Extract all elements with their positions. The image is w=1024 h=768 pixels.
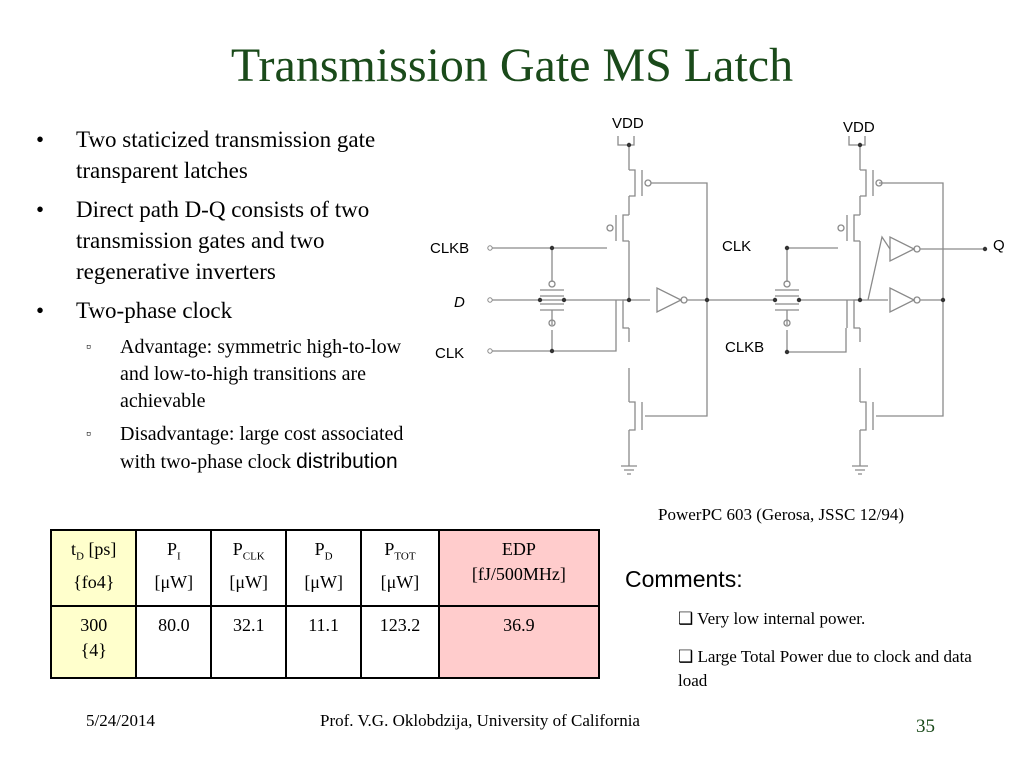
cell-pd: 11.1 — [285, 605, 363, 679]
vdd-rail-right — [848, 136, 866, 146]
pd-sub: D — [324, 550, 333, 563]
bullet-list: • Two staticized transmission gate trans… — [36, 124, 426, 482]
header-ptot: PTOT [μW] — [360, 529, 440, 607]
sub-bullet-glyph: ▫ — [86, 427, 91, 442]
performance-table: tD [ps] {fo4} PI [μW] PCLK [μW] PD [μW] … — [49, 529, 601, 679]
clk-left-label: CLK — [435, 345, 464, 362]
bullet-item: • Two staticized transmission gate trans… — [36, 124, 426, 186]
pi-unit: [μW] — [154, 571, 194, 592]
slide-title: Transmission Gate MS Latch — [230, 39, 794, 92]
footer-date: 5/24/2014 — [86, 711, 155, 730]
bullet-glyph: • — [36, 197, 45, 222]
bullet-glyph: • — [36, 127, 45, 152]
td-main: t — [70, 539, 76, 559]
pclk-main: P — [232, 539, 243, 559]
footer-author: Prof. V.G. Oklobdzija, University of Cal… — [320, 711, 640, 730]
schematic-caption: PowerPC 603 (Gerosa, JSSC 12/94) — [658, 505, 905, 524]
q-label: Q — [993, 237, 1005, 254]
right-nmos-1 — [846, 299, 860, 329]
left-nmos-1 — [615, 299, 629, 329]
vdd-left-label: VDD — [612, 115, 644, 132]
cell-ptot: 123.2 — [360, 605, 440, 679]
right-tgate — [775, 248, 799, 352]
comment-item: ❑ Large Total Power due to clock and dat… — [678, 647, 972, 690]
td-fo4: {fo4} — [73, 571, 115, 592]
cell-td: 300 {4} — [49, 605, 138, 679]
left-feedback — [645, 182, 708, 417]
edp-line2: [fJ/500MHz] — [471, 564, 566, 584]
left-pmos-top — [629, 169, 643, 197]
bullet-text: Two staticized transmission gate transpa… — [76, 127, 376, 183]
gnd-right — [852, 458, 868, 475]
header-td: tD [ps] {fo4} — [49, 529, 138, 607]
cell-edp: 36.9 — [437, 605, 601, 679]
header-pi: PI [μW] — [135, 529, 213, 607]
cell-fo4-value: {4} — [80, 640, 107, 660]
pd-unit: [μW] — [304, 571, 343, 592]
right-pmos-2 — [846, 214, 860, 242]
pclk-sub: CLK — [242, 550, 265, 563]
clk-left-wire — [492, 328, 617, 352]
td-sub: D — [75, 550, 84, 563]
d-label: D — [454, 294, 465, 311]
header-pd: PD [μW] — [285, 529, 363, 607]
right-output-inverter — [889, 235, 916, 263]
sub-bullet-glyph: ▫ — [86, 340, 91, 355]
clkb-right-label: CLKB — [725, 339, 764, 356]
vdd-right-label: VDD — [843, 119, 875, 136]
right-nmos-2 — [860, 401, 874, 431]
comment-item: ❑ Very low internal power. — [678, 609, 866, 628]
vdd-rail-left — [617, 136, 635, 146]
cell-pclk: 32.1 — [210, 605, 288, 679]
left-nmos-2 — [629, 401, 643, 431]
table-header-row: tD [ps] {fo4} PI [μW] PCLK [μW] PD [μW] … — [49, 529, 601, 607]
left-pmos-2 — [615, 214, 629, 242]
comments-title: Comments: — [625, 566, 743, 592]
edp-line1: EDP — [501, 539, 536, 559]
pclk-unit: [μW] — [229, 571, 269, 592]
sub-bullet-text: Disadvantage: large cost associated with… — [120, 423, 404, 473]
cell-pi: 80.0 — [135, 605, 213, 679]
right-pmos-top — [860, 169, 874, 197]
bullet-text: Direct path D-Q consists of two transmis… — [76, 197, 370, 284]
cell-td-value: 300 — [80, 615, 108, 635]
header-edp: EDP [fJ/500MHz] — [437, 529, 601, 607]
sub-bullet-item: ▫ Advantage: symmetric high-to-low and l… — [36, 334, 426, 415]
gnd-left — [621, 458, 637, 475]
page-number: 35 — [916, 716, 935, 737]
bullet-text: Two-phase clock — [76, 298, 233, 323]
header-pclk: PCLK [μW] — [210, 529, 288, 607]
clk-right-label: CLK — [722, 238, 751, 255]
sub-bullet-text-end: distribution — [296, 450, 398, 473]
pi-sub: I — [177, 550, 181, 563]
sub-bullet-item: ▫ Disadvantage: large cost associated wi… — [36, 421, 426, 476]
table-row: 300 {4} 80.0 32.1 11.1 123.2 36.9 — [49, 605, 601, 679]
bullet-item: • Direct path D-Q consists of two transm… — [36, 194, 426, 287]
pi-main: P — [167, 539, 178, 559]
right-feedback-inverter — [889, 286, 916, 314]
latch-schematic: VDD VDD CLKB D CLK CLK CLKB Q — [430, 115, 1005, 475]
sub-bullet-text: Advantage: symmetric high-to-low and low… — [120, 336, 402, 412]
ptot-main: P — [384, 539, 395, 559]
bullet-glyph: • — [36, 298, 45, 323]
middle-inverter — [656, 286, 683, 314]
td-unit: [ps] — [83, 539, 117, 559]
clkb-left-label: CLKB — [430, 240, 469, 257]
ptot-unit: [μW] — [380, 571, 420, 592]
bullet-item: • Two-phase clock — [36, 295, 426, 326]
ptot-sub: TOT — [394, 550, 416, 563]
pd-main: P — [314, 539, 325, 559]
clkb-right-wire — [787, 328, 847, 353]
left-tgate — [540, 248, 564, 351]
